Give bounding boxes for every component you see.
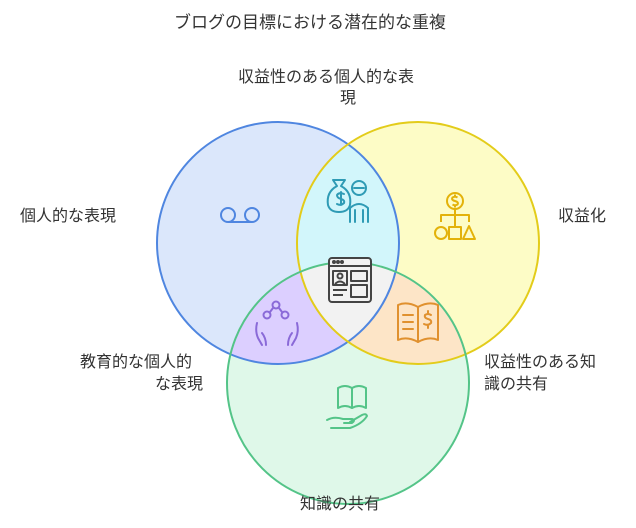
book-dollar-icon [397,302,439,343]
label-monetize: 収益化 [558,206,607,225]
label-personal-knowledge-line2: な表現 [155,374,204,393]
voicemail-icon [220,207,260,223]
money-bag-person-icon [326,179,369,223]
label-knowledge: 知識の共有 [300,494,381,513]
label-monetize-knowledge-line1: 収益性のある知 [484,352,597,371]
label-personal-monetize-line1: 収益性のある個人的な表 [238,67,415,86]
diagram-title: ブログの目標における潜在的な重複 [174,13,446,33]
hands-network-icon [255,300,299,346]
outline-monetize [296,121,540,365]
blog-profile-icon [328,257,372,303]
label-monetize-knowledge-line2: 識の共有 [484,374,549,393]
label-personal-monetize-line2: 現 [340,88,357,107]
label-personal-knowledge-line1: 教育的な個人的 [80,352,193,371]
label-personal: 個人的な表現 [20,206,117,225]
overlap-personal-knowledge [227,262,399,364]
org-chart-dollar-icon [434,192,476,240]
outline-personal [156,121,400,365]
book-in-hand-icon [326,385,368,429]
